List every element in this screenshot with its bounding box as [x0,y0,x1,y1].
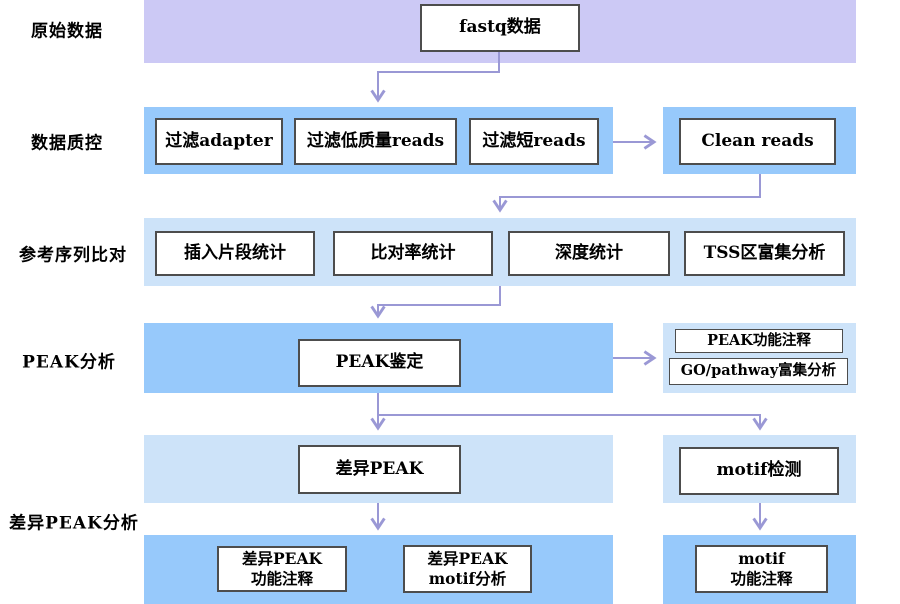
connector-fastq-to-qc [370,52,500,103]
node-motif-annotation-line2: 功能注释 [730,569,793,588]
node-motif-detect: motif检测 [679,447,839,495]
node-go-pathway-label: GO/pathway富集分析 [680,362,837,380]
node-depth-stats: 深度统计 [508,231,670,276]
connector-align-to-peak [370,286,501,319]
node-fastq-data: fastq数据 [420,4,580,52]
node-peak-calling-label: PEAK鉴定 [335,352,424,373]
node-filter-short-label: 过滤短reads [482,130,586,151]
node-filter-short: 过滤短reads [469,118,599,165]
node-filter-low-quality-label: 过滤低质量reads [306,130,445,151]
node-diff-peak-motif-line2: motif分析 [428,569,507,588]
node-diff-peak-label: 差异PEAK [335,458,424,479]
node-insert-stats-label: 插入片段统计 [184,242,286,263]
row-label-diffpeak: 差异PEAK分析 [9,513,139,534]
node-insert-stats: 插入片段统计 [155,231,315,276]
row-label-raw-data: 原始数据 [31,21,103,42]
connector-clean-to-align [492,174,761,213]
node-mapping-rate: 比对率统计 [333,231,493,276]
node-peak-calling: PEAK鉴定 [298,339,461,387]
node-tss-enrichment: TSS区富集分析 [684,231,845,276]
row-label-peak-analysis: PEAK分析 [22,352,116,373]
node-diff-peak-annotation-line1: 差异PEAK [242,548,322,568]
node-clean-reads: Clean reads [679,118,836,165]
node-motif-annotation: motif 功能注释 [695,545,828,593]
node-motif-detect-label: motif检测 [716,460,802,481]
node-filter-adapter: 过滤adapter [155,118,283,165]
node-peak-annotation: PEAK功能注释 [675,329,843,353]
node-clean-reads-label: Clean reads [701,130,814,151]
node-mapping-rate-label: 比对率统计 [370,242,456,263]
node-fastq-label: fastq数据 [459,17,541,38]
node-go-pathway: GO/pathway富集分析 [669,358,848,385]
node-diff-peak-annotation: 差异PEAK 功能注释 [217,546,347,592]
node-diff-peak-motif: 差异PEAK motif分析 [403,545,532,593]
node-motif-annotation-line1: motif [738,548,785,568]
node-diff-peak-annotation-line2: 功能注释 [250,569,313,588]
node-filter-adapter-label: 过滤adapter [165,130,273,151]
node-diff-peak-motif-line1: 差异PEAK [427,548,508,568]
row-label-qc: 数据质控 [31,133,103,154]
node-diff-peak: 差异PEAK [298,445,461,494]
row-label-alignment: 参考序列比对 [19,245,127,266]
connector-peak-to-motif [378,414,768,431]
node-peak-annotation-label: PEAK功能注释 [707,331,811,349]
node-depth-stats-label: 深度统计 [555,242,623,263]
node-filter-low-quality: 过滤低质量reads [294,118,457,165]
node-tss-enrichment-label: TSS区富集分析 [703,242,826,263]
